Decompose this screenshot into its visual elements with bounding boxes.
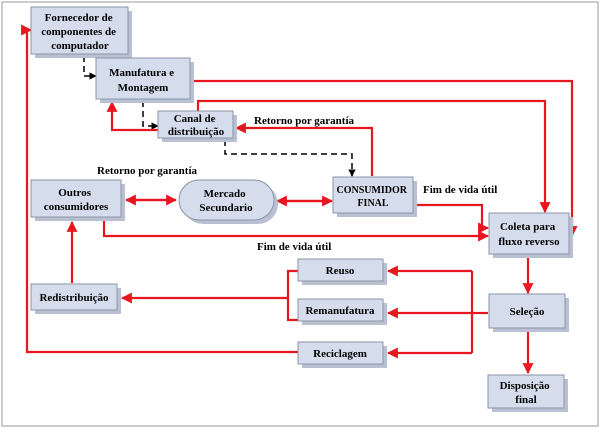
node-disposicao: Disposição final xyxy=(487,374,568,412)
edge-fornecedor-manufatura xyxy=(83,56,97,80)
svg-text:Coleta para fluxo revers: Coleta para fluxo reverso xyxy=(498,221,560,248)
edge-canal-coleta xyxy=(196,99,551,214)
node-mercado: Mercado Secundario xyxy=(178,179,278,224)
edge-reuso-remanufatura-link xyxy=(286,269,298,322)
node-outros: Outros consumidores xyxy=(30,179,125,221)
edge-canal-manufatura xyxy=(106,100,158,132)
node-reciclagem: Reciclagem xyxy=(297,341,387,368)
edge-manufatura-coleta xyxy=(191,79,578,238)
node-reuso: Reuso xyxy=(297,258,387,285)
node-selecao: Seleção xyxy=(488,293,569,332)
svg-text:Seleção: Seleção xyxy=(510,306,545,318)
svg-text:Redistribuição: Redistribuição xyxy=(39,292,109,304)
svg-text:Reciclagem: Reciclagem xyxy=(313,348,367,360)
edge-canal-consumidor xyxy=(224,140,356,177)
svg-text:Manufatura e Montagem: Manufatura e Montagem xyxy=(109,67,177,94)
svg-text:CONSUMIDOR FINAL: CONSUMIDOR FINAL xyxy=(336,185,409,209)
node-fornecedor: Fornecedor de componentes de computador xyxy=(30,6,132,58)
edge-consumidor-canal xyxy=(234,122,374,176)
svg-text:Reuso: Reuso xyxy=(326,265,355,277)
node-canal: Canal de distribuição xyxy=(157,110,237,142)
svg-text:Fornecedor de componente: Fornecedor de componentes de computador xyxy=(41,12,119,52)
node-remanufatura: Remanufatura xyxy=(297,298,387,325)
node-manufatura: Manufatura e Montagem xyxy=(95,57,194,103)
edge-consumidor-coleta xyxy=(416,203,490,234)
svg-text:Outros consumidores: Outros consumidores xyxy=(44,187,109,213)
node-coleta: Coleta para fluxo reverso xyxy=(488,212,573,258)
svg-text:Mercado Secundario: Mercado Secundario xyxy=(199,188,253,214)
edge-outros-coleta xyxy=(102,219,490,242)
edge-reciclagem-fornecedor xyxy=(21,24,298,354)
label-fim-vida-right: Fim de vida útil xyxy=(423,184,497,196)
node-redistribuicao: Redistribuição xyxy=(30,283,121,314)
edge-manufatura-canal xyxy=(142,101,159,130)
node-consumidor: CONSUMIDOR FINAL xyxy=(332,176,417,217)
svg-text:Disposição final: Disposição final xyxy=(500,380,553,406)
label-retorno-garantia-top: Retorno por garantía xyxy=(254,115,355,127)
label-fim-vida-bottom: Fim de vida útil xyxy=(257,241,331,253)
label-retorno-garantia-left: Retorno por garantía xyxy=(97,165,198,177)
svg-text:Remanufatura: Remanufatura xyxy=(305,305,375,317)
svg-text:Canal de distribuição: Canal de distribuição xyxy=(168,113,225,138)
